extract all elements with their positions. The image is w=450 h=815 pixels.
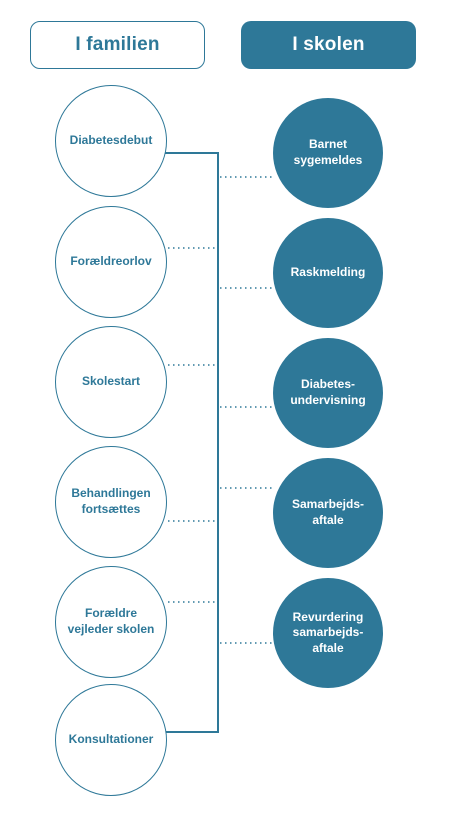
school-event-revurdering-samarbejdsaftale: Revurdering samarbejds- aftale — [273, 578, 383, 688]
family-event-behandlingen-fortsættes: Behandlingen fortsættes — [55, 446, 167, 558]
school-event-raskmelding: Raskmelding — [273, 218, 383, 328]
family-event-skolestart: Skolestart — [55, 326, 167, 438]
school-column-header: I skolen — [241, 21, 416, 69]
family-event-forældre-vejleder-skolen: Forældre vejleder skolen — [55, 566, 167, 678]
family-event-konsultationer: Konsultationer — [55, 684, 167, 796]
family-event-forældreorlov: Forældreorlov — [55, 206, 167, 318]
family-event-diabetesdebut: Diabetesdebut — [55, 85, 167, 197]
school-event-samarbejdsaftale: Samarbejds- aftale — [273, 458, 383, 568]
school-event-diabetes-undervisning: Diabetes- undervisning — [273, 338, 383, 448]
school-event-barnet-sygemeldes: Barnet sygemeldes — [273, 98, 383, 208]
family-column-header: I familien — [30, 21, 205, 69]
